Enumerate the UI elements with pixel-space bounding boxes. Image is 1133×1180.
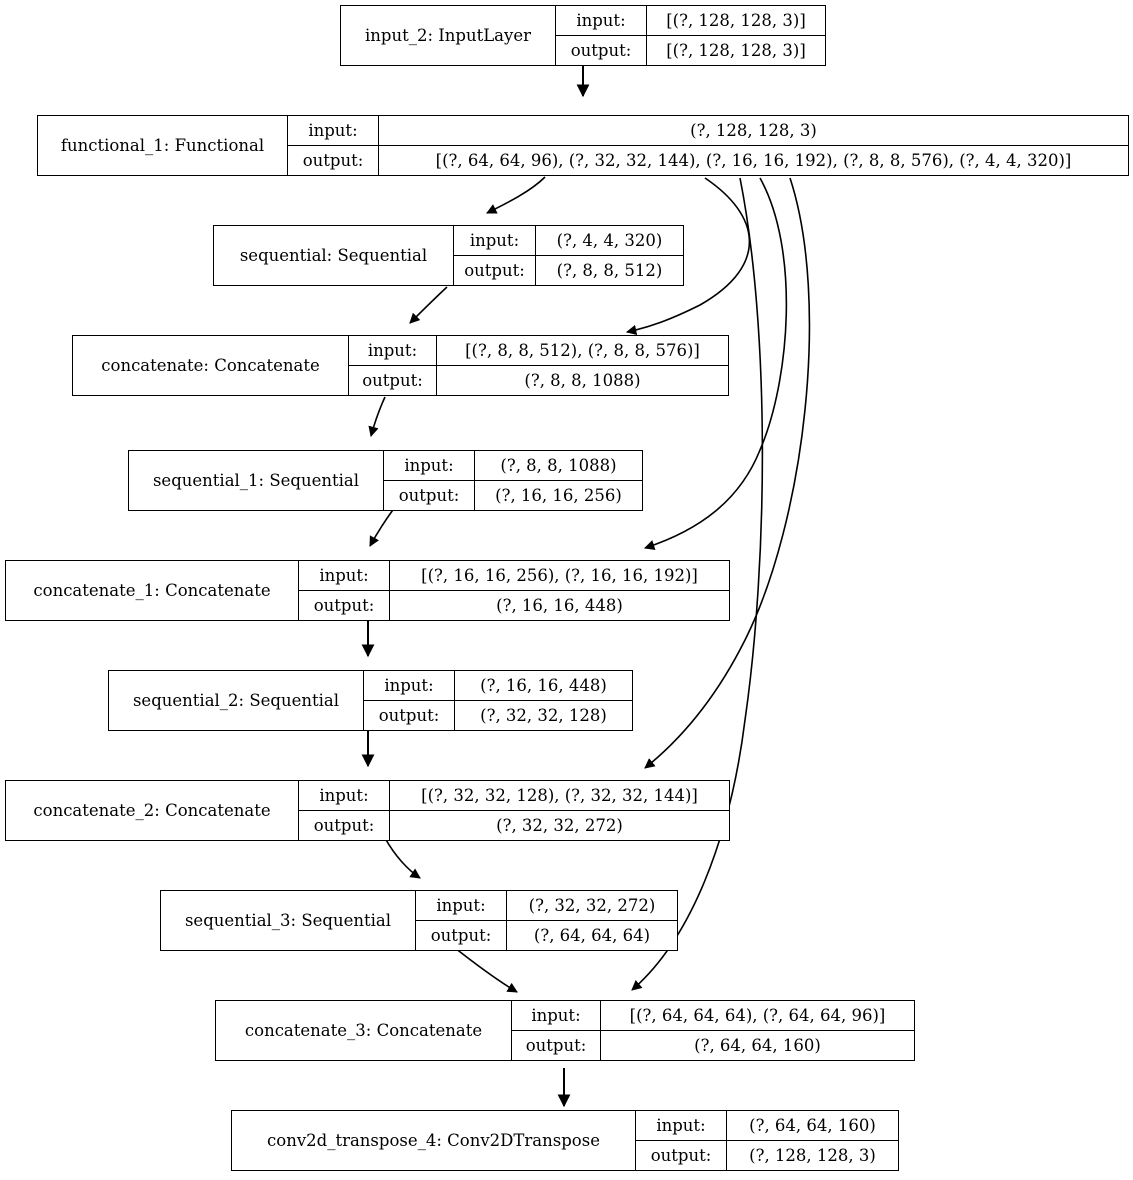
- node-sequential_1-output-value: (?, 16, 16, 256): [495, 486, 622, 505]
- node-sequential-input-label: input:: [454, 226, 536, 255]
- node-conv2d_transpose_4-input-label: input:: [636, 1111, 727, 1140]
- edge-sequential1-to-concatenate1: [369, 506, 396, 547]
- node-concatenate-input-value: [(?, 8, 8, 512), (?, 8, 8, 576)]: [465, 341, 700, 360]
- node-sequential_3-output-label: output:: [416, 921, 507, 950]
- node-sequential-output-value: (?, 8, 8, 512): [556, 261, 663, 280]
- node-concatenate_3-input-label: input:: [512, 1001, 601, 1030]
- node-concatenate_3-output-label: output:: [512, 1031, 601, 1060]
- node-input_2-name: input_2: InputLayer: [341, 6, 556, 65]
- node-concatenate_2-output-label: output:: [299, 811, 390, 840]
- node-sequential_3[interactable]: sequential_3: Sequential input: (?, 32, …: [160, 890, 678, 951]
- node-conv2d_transpose_4[interactable]: conv2d_transpose_4: Conv2DTranspose inpu…: [231, 1110, 899, 1171]
- node-concatenate-input-label: input:: [349, 336, 437, 365]
- node-concatenate_1-name: concatenate_1: Concatenate: [6, 561, 299, 620]
- node-conv2d_transpose_4-input-value: (?, 64, 64, 160): [749, 1116, 876, 1135]
- node-functional_1-name: functional_1: Functional: [38, 116, 288, 175]
- edge-sequential3-to-concatenate3: [454, 947, 518, 993]
- node-concatenate-output-label: output:: [349, 366, 437, 395]
- node-functional_1-output-value: [(?, 64, 64, 96), (?, 32, 32, 144), (?, …: [435, 151, 1072, 170]
- node-input_2-output-label: output:: [556, 36, 647, 65]
- node-sequential_2-input-label: input:: [364, 671, 455, 700]
- node-input_2-output-value: [(?, 128, 128, 3)]: [666, 41, 806, 60]
- edge-concatenate-to-sequential1: [368, 396, 386, 438]
- node-concatenate_2-input-label: input:: [299, 781, 390, 810]
- node-sequential_1-input-value: (?, 8, 8, 1088): [500, 456, 617, 475]
- node-concatenate_2-output-value: (?, 32, 32, 272): [496, 816, 623, 835]
- node-sequential_2[interactable]: sequential_2: Sequential input: (?, 16, …: [108, 670, 633, 731]
- node-concatenate_1-output-label: output:: [299, 591, 390, 620]
- node-concatenate_1[interactable]: concatenate_1: Concatenate input: [(?, 1…: [5, 560, 730, 621]
- node-input_2-input-value: [(?, 128, 128, 3)]: [666, 11, 806, 30]
- node-conv2d_transpose_4-name: conv2d_transpose_4: Conv2DTranspose: [232, 1111, 636, 1170]
- node-conv2d_transpose_4-output-label: output:: [636, 1141, 727, 1170]
- node-sequential_2-input-value: (?, 16, 16, 448): [480, 676, 607, 695]
- node-concatenate_2-input-value: [(?, 32, 32, 128), (?, 32, 32, 144)]: [421, 786, 698, 805]
- node-concatenate_3-input-value: [(?, 64, 64, 64), (?, 64, 64, 96)]: [629, 1006, 886, 1025]
- node-sequential_3-input-value: (?, 32, 32, 272): [528, 896, 656, 915]
- edge-concatenate2-to-sequential3: [384, 837, 421, 879]
- node-concatenate_1-input-label: input:: [299, 561, 390, 590]
- node-sequential-name: sequential: Sequential: [214, 226, 454, 285]
- node-sequential_1-input-label: input:: [384, 451, 475, 480]
- edge-functional1-to-sequential: [486, 176, 546, 214]
- node-sequential_1-output-label: output:: [384, 481, 475, 510]
- node-sequential_2-name: sequential_2: Sequential: [109, 671, 364, 730]
- node-concatenate_1-input-value: [(?, 16, 16, 256), (?, 16, 16, 192)]: [421, 566, 698, 585]
- node-sequential_3-output-value: (?, 64, 64, 64): [533, 926, 651, 945]
- node-concatenate_1-output-value: (?, 16, 16, 448): [496, 596, 623, 615]
- node-sequential-input-value: (?, 4, 4, 320): [556, 231, 663, 250]
- node-input_2-input-label: input:: [556, 6, 647, 35]
- node-sequential_1[interactable]: sequential_1: Sequential input: (?, 8, 8…: [128, 450, 643, 511]
- node-concatenate_2[interactable]: concatenate_2: Concatenate input: [(?, 3…: [5, 780, 730, 841]
- node-concatenate_3-name: concatenate_3: Concatenate: [216, 1001, 512, 1060]
- node-sequential_3-name: sequential_3: Sequential: [161, 891, 416, 950]
- node-concatenate_2-name: concatenate_2: Concatenate: [6, 781, 299, 840]
- node-sequential_2-output-value: (?, 32, 32, 128): [480, 706, 607, 725]
- node-sequential[interactable]: sequential: Sequential input: (?, 4, 4, …: [213, 225, 684, 286]
- edge-sequential-to-concatenate: [409, 286, 448, 324]
- node-functional_1-input-value: (?, 128, 128, 3): [690, 121, 817, 140]
- node-sequential_1-name: sequential_1: Sequential: [129, 451, 384, 510]
- node-concatenate_3-output-value: (?, 64, 64, 160): [694, 1036, 821, 1055]
- node-functional_1-output-label: output:: [288, 146, 379, 175]
- node-concatenate_3[interactable]: concatenate_3: Concatenate input: [(?, 6…: [215, 1000, 915, 1061]
- node-sequential_2-output-label: output:: [364, 701, 455, 730]
- node-concatenate[interactable]: concatenate: Concatenate input: [(?, 8, …: [72, 335, 729, 396]
- node-functional_1-input-label: input:: [288, 116, 379, 145]
- node-sequential_3-input-label: input:: [416, 891, 507, 920]
- node-conv2d_transpose_4-output-value: (?, 128, 128, 3): [749, 1146, 876, 1165]
- node-sequential-output-label: output:: [454, 256, 536, 285]
- node-functional_1[interactable]: functional_1: Functional input: (?, 128,…: [37, 115, 1129, 176]
- node-concatenate-output-value: (?, 8, 8, 1088): [524, 371, 641, 390]
- node-concatenate-name: concatenate: Concatenate: [73, 336, 349, 395]
- node-input_2[interactable]: input_2: InputLayer input: [(?, 128, 128…: [340, 5, 826, 66]
